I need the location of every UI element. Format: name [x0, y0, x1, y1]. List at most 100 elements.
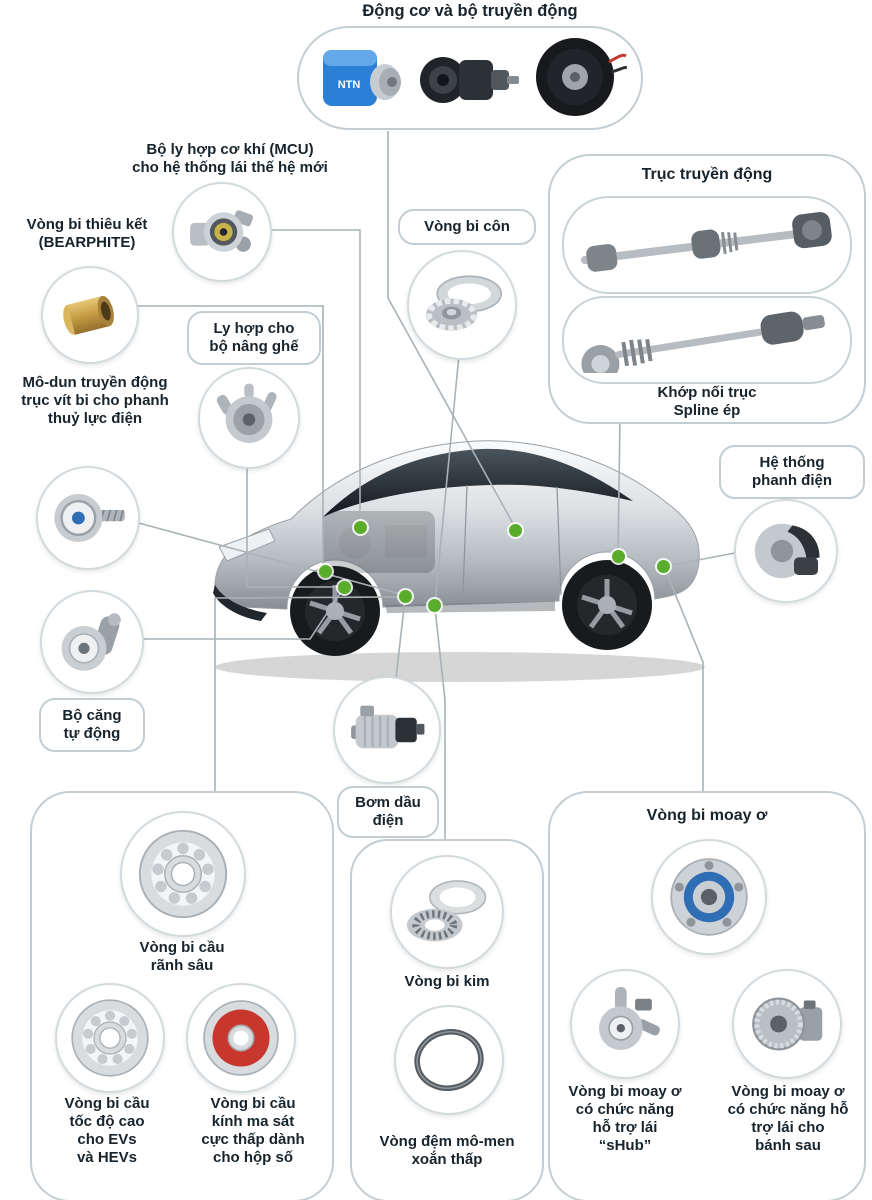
car-shadow	[215, 652, 705, 682]
shub-module-icon	[598, 987, 660, 1051]
connector-seat-clutch	[246, 464, 342, 588]
spline-coupling-line1: Khớp nối trục	[657, 384, 757, 401]
electric-brake-label-box: Hệ thống phanh điện	[719, 445, 865, 499]
auto-tensioner-icon	[61, 613, 121, 671]
tapered-bearing-icon	[426, 275, 502, 331]
car-illustration	[213, 440, 705, 682]
ball-bearing-box: Vòng bi cầu rãnh sâu Vòng bi cầu tốc độ …	[30, 791, 334, 1200]
drive-shaft-title: Trục truyền động	[641, 166, 773, 183]
needle-bearing-text: Vòng bi kim	[404, 973, 490, 990]
shub-line3: hỗ trợ lái	[592, 1119, 658, 1136]
front-grille	[213, 585, 267, 621]
mcu-label: Bộ ly hợp cơ khí (MCU) cho hệ thống lái …	[100, 141, 360, 177]
high-speed-label: Vòng bi cầu tốc độ cao cho EVs và HEVs	[37, 1095, 177, 1167]
seat-clutch-icon	[216, 383, 277, 443]
rear-steer-hub-icon	[752, 997, 823, 1051]
mcu-label-line2: cho hệ thống lái thế hệ mới	[132, 159, 328, 176]
needle-bearing-label: Vòng bi kim	[352, 973, 542, 991]
connector-engine-unit	[387, 131, 517, 530]
bearphite-bushing-icon	[63, 295, 114, 335]
electric-brake-icon	[754, 523, 820, 579]
marker-dot-cabin	[509, 524, 522, 537]
hub-bearing-box: Vòng bi moay ơ	[548, 791, 866, 1200]
electric-brake-photo-circle	[734, 499, 838, 603]
ball-screw-line2: trục vít bi cho phanh	[21, 392, 169, 409]
rear-steer-line4: bánh sau	[755, 1137, 821, 1154]
side-skirt	[385, 601, 555, 613]
connector-mcu	[266, 229, 361, 525]
low-friction-bearing-icon	[203, 1000, 279, 1076]
drive-shaft-pill-1	[562, 196, 852, 294]
deep-groove-photo-circle	[120, 811, 246, 937]
ball-screw-label: Mô-dun truyền động trục vít bi cho phanh…	[0, 374, 190, 428]
low-friction-photo-circle	[186, 983, 296, 1093]
torque-washer-icon	[414, 1029, 484, 1091]
oil-pump-line2: điện	[372, 812, 404, 829]
connector-hub-box	[664, 568, 704, 792]
tapered-bearing-label-box: Vòng bi côn	[398, 209, 536, 245]
black-motor-icon	[420, 57, 519, 103]
needle-bearing-icon	[406, 880, 487, 942]
marker-dot-rear-upper	[612, 550, 625, 563]
low-friction-line4: cho hộp số	[213, 1149, 293, 1166]
door-seam-rear	[556, 486, 562, 596]
connector-drive-shaft	[617, 418, 621, 555]
torque-washer-photo-circle	[394, 1005, 504, 1115]
ntn-logo-text: NTN	[338, 79, 361, 91]
high-speed-line2: tốc độ cao	[69, 1113, 145, 1130]
connector-tapered	[434, 354, 460, 604]
high-speed-bearing-icon	[71, 999, 149, 1077]
ball-screw-line3: thuỷ lực điện	[47, 410, 143, 427]
seat-clutch-line1: Ly hợp cho	[213, 320, 295, 338]
connector-electric-brake	[665, 552, 736, 567]
marker-dot-underbody-left	[399, 590, 412, 603]
shub-line4: “sHub”	[598, 1137, 652, 1154]
connector-bearphite	[133, 305, 324, 569]
high-speed-line3: cho EVs	[77, 1131, 137, 1148]
engine-unit-box: NTN	[297, 26, 643, 130]
bearphite-label-line1: Vòng bi thiêu kết	[26, 216, 148, 233]
marker-dot-front-upper	[319, 565, 332, 578]
hub-bearing-icon	[670, 858, 748, 936]
rear-wheel	[562, 560, 652, 650]
deep-groove-bearing-icon	[138, 829, 228, 919]
mcu-photo-circle	[172, 182, 272, 282]
front-wheel	[290, 566, 380, 656]
torque-washer-label: Vòng đệm mô-men xoắn thấp	[352, 1133, 542, 1169]
oil-pump-label-box: Bơm dầu điện	[337, 786, 439, 838]
marker-dot-rear-wheel	[657, 560, 670, 573]
spline-coupling-shaft-icon	[581, 311, 825, 373]
rear-steer-line2: có chức năng hỗ	[727, 1101, 849, 1118]
mcu-actuator-icon	[190, 210, 254, 252]
connector-needle-box	[434, 607, 446, 840]
bearphite-photo-circle	[41, 266, 139, 364]
connector-oil-pump	[395, 598, 406, 679]
needle-bearing-photo-circle	[390, 855, 504, 969]
electric-brake-line2: phanh điện	[752, 472, 832, 489]
door-seam-front	[462, 484, 468, 594]
marker-dot-front-lower	[338, 581, 351, 594]
deep-groove-label: Vòng bi cầu rãnh sâu	[32, 939, 332, 975]
tapered-bearing-label: Vòng bi côn	[424, 218, 510, 236]
shub-label: Vòng bi moay ơ có chức năng hỗ trợ lái “…	[560, 1083, 690, 1155]
hub-box-title: Vòng bi moay ơ	[646, 807, 768, 824]
blue-motor-icon: NTN	[323, 50, 401, 106]
rear-steer-line1: Vòng bi moay ơ	[731, 1083, 845, 1100]
tensioner-label-box: Bộ căng tự động	[39, 698, 145, 752]
oil-pump-icon	[351, 705, 425, 749]
bearphite-label: Vòng bi thiêu kết (BEARPHITE)	[12, 216, 162, 252]
tapered-bearing-photo-circle	[407, 250, 517, 360]
low-friction-label: Vòng bi cầu kính ma sát cực thấp dành ch…	[182, 1095, 324, 1167]
seat-clutch-photo-circle	[198, 367, 300, 469]
high-speed-line1: Vòng bi cầu	[64, 1095, 150, 1112]
rear-steer-hub-photo-circle	[732, 969, 842, 1079]
high-speed-photo-circle	[55, 983, 165, 1093]
mcu-label-line1: Bộ ly hợp cơ khí (MCU)	[146, 141, 314, 158]
torque-washer-line2: xoắn thấp	[411, 1151, 483, 1168]
connector-ball-screw	[134, 521, 405, 596]
windshield-glass	[323, 448, 633, 517]
deep-groove-line1: Vòng bi cầu	[139, 939, 225, 956]
oil-pump-line1: Bơm dầu	[355, 794, 421, 812]
low-friction-line1: Vòng bi cầu	[210, 1095, 296, 1112]
